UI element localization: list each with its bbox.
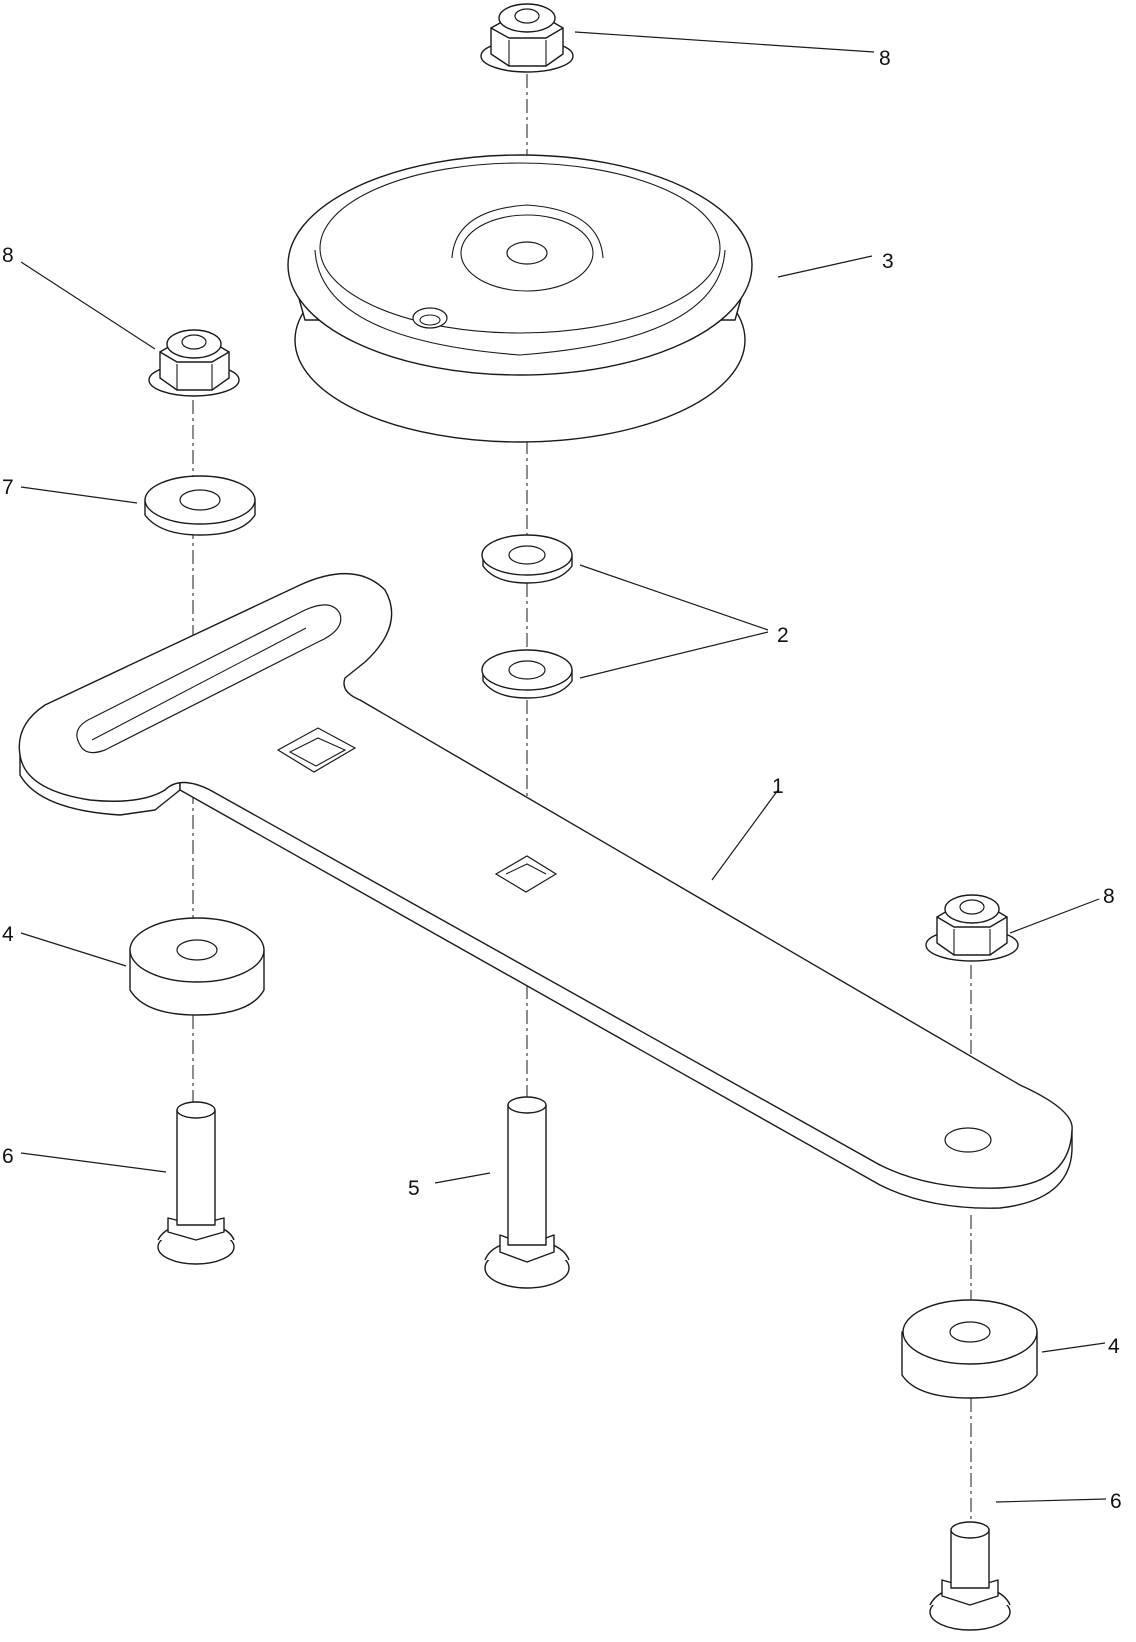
carriage-bolt-6-left <box>157 1101 235 1265</box>
callout-6-left: 6 <box>2 1145 14 1168</box>
callout-8-right: 8 <box>1103 885 1115 908</box>
carriage-bolt-6-right <box>929 1521 1011 1631</box>
callout-7: 7 <box>2 476 14 499</box>
callout-6-right: 6 <box>1110 1490 1122 1513</box>
spacer-4-right <box>901 1299 1038 1399</box>
callout-4-right: 4 <box>1108 1335 1120 1358</box>
lock-nut-left <box>148 329 240 397</box>
callout-3: 3 <box>882 250 894 273</box>
washer-2-lower <box>481 649 573 699</box>
washer-7 <box>144 475 256 536</box>
callout-2: 2 <box>777 624 789 647</box>
callout-1: 1 <box>772 775 784 798</box>
spacer-4-left <box>129 917 265 1016</box>
washer-2-upper <box>481 534 573 584</box>
carriage-bolt-5 <box>484 1096 570 1289</box>
callout-4-left: 4 <box>2 923 14 946</box>
lock-nut-top <box>480 3 574 73</box>
lock-nut-right <box>925 894 1019 962</box>
callout-5: 5 <box>408 1177 420 1200</box>
callout-8-top: 8 <box>879 47 891 70</box>
callout-8-left: 8 <box>2 244 14 267</box>
idler-arm <box>18 573 1073 1209</box>
callouts: 8 8 3 7 2 1 8 4 6 5 4 6 <box>2 47 1122 1513</box>
leader-lines <box>20 31 1107 1503</box>
pulley <box>287 154 753 443</box>
